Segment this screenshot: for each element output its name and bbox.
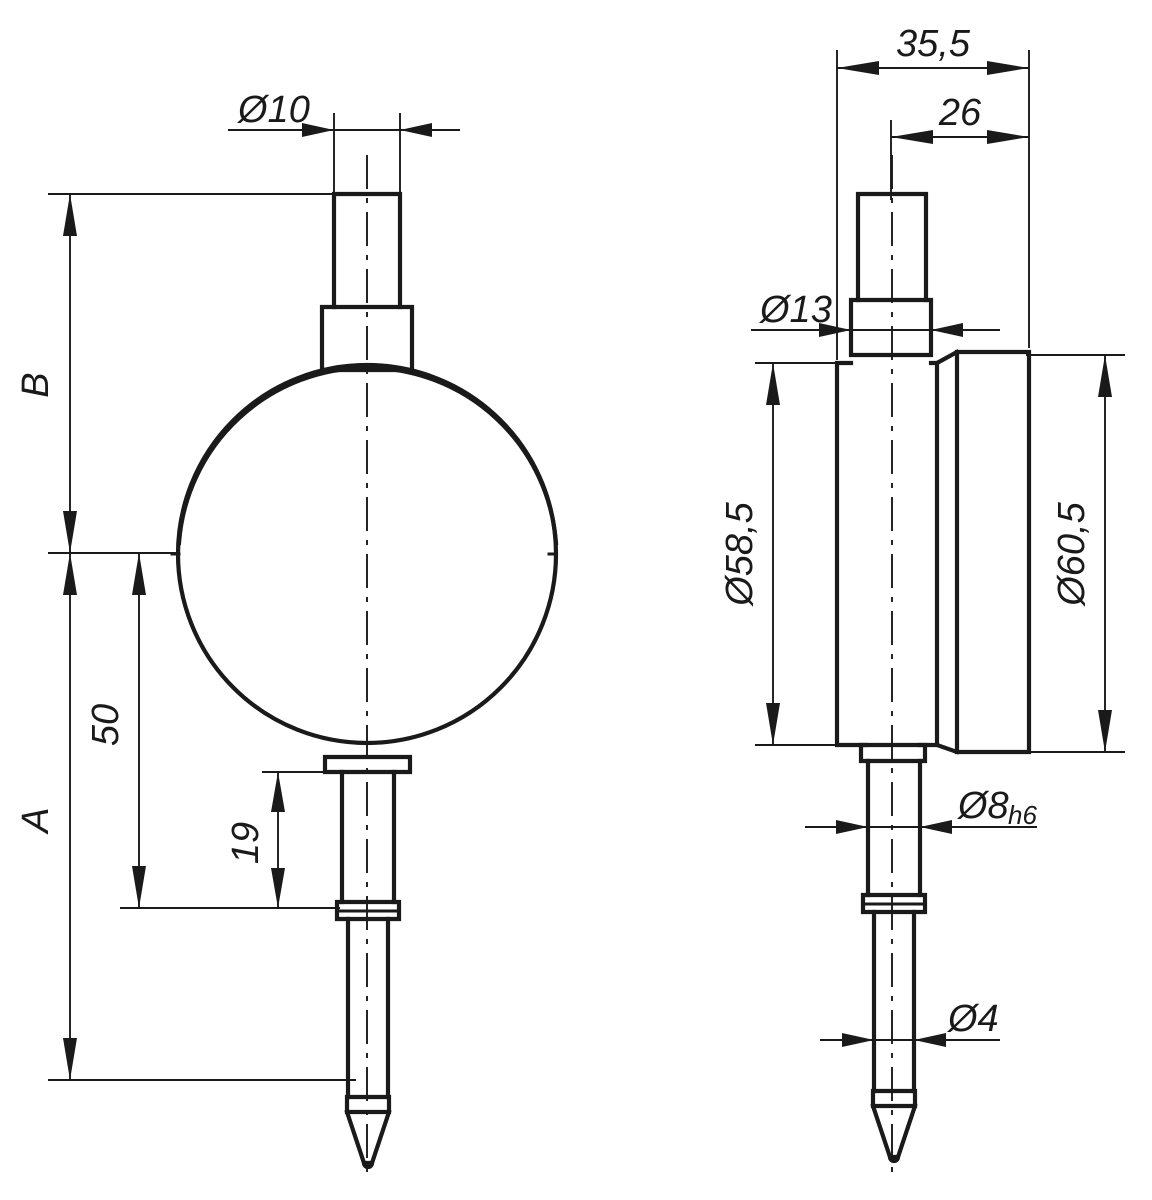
- dim-26-label: 26: [938, 92, 982, 134]
- dia-4-arrow-left: [842, 1033, 874, 1047]
- lower-flange-outline: [322, 754, 413, 775]
- dia-60-5-arrow-top: [1098, 355, 1112, 397]
- dim-26-arrow-right: [987, 130, 1029, 144]
- dim-50-label: 50: [85, 704, 127, 746]
- side-chamfer-upper: [934, 349, 960, 366]
- dimension-35-5: 35,5: [836, 23, 1030, 360]
- tip-collar-outline: [344, 1094, 392, 1115]
- dim-a-arrow-top: [63, 553, 77, 595]
- dimension-a: A: [15, 553, 356, 1081]
- dimension-dia-13: Ø13: [751, 289, 1000, 337]
- dimension-50: 50: [85, 553, 340, 909]
- dia-13-arrow-left: [819, 323, 851, 337]
- dim-26-arrow-left: [891, 130, 933, 144]
- dia-8h6-arrow-right: [920, 820, 952, 834]
- side-measuring-rod-outline: [871, 909, 917, 1094]
- dimension-dia-10: Ø10: [228, 89, 460, 200]
- side-rear-housing-outline: [954, 349, 1032, 755]
- contact-point-tip: [361, 1160, 375, 1170]
- dia-8h6-tolerance-label: h6: [1008, 800, 1037, 830]
- front-view-geometry: [170, 155, 559, 1180]
- dim-50-arrow-bottom: [132, 866, 146, 908]
- dim-b-label: B: [15, 372, 57, 397]
- dim-a-label: A: [15, 807, 57, 834]
- dia-13-label: Ø13: [758, 289, 832, 331]
- bearing-sleeve-outline: [339, 769, 397, 905]
- dia-10-arrow-left: [302, 123, 334, 137]
- dim-35-5-arrow-left: [837, 61, 879, 75]
- side-tip-collar-outline: [870, 1088, 918, 1109]
- dia-10-label: Ø10: [236, 89, 310, 131]
- upper-stem-outline: [331, 191, 403, 310]
- side-guide-collar-outline: [848, 297, 934, 358]
- dimension-dia-60-5: Ø60,5: [1026, 354, 1125, 753]
- dia-4-arrow-right: [914, 1033, 946, 1047]
- contact-point-cone: [344, 1109, 392, 1166]
- dim-19-arrow-bottom: [271, 868, 285, 908]
- knurl-ring-outline: [334, 899, 402, 922]
- measuring-rod-outline: [345, 916, 391, 1100]
- side-upper-stem-outline: [855, 191, 929, 303]
- dia-10-arrow-right: [400, 123, 432, 137]
- dia-58-5-arrow-top: [766, 363, 780, 405]
- dia-4-label: Ø4: [946, 998, 999, 1040]
- dimension-26: 26: [890, 92, 1029, 200]
- dia-60-5-arrow-bottom: [1098, 710, 1112, 752]
- dia-8h6-label: Ø8: [956, 785, 1009, 827]
- dia-58-5-arrow-bottom: [766, 703, 780, 745]
- side-lower-flange-outline: [858, 742, 928, 764]
- side-bezel-body-outline: [834, 360, 940, 748]
- dimension-dia-8h6: Ø8 h6: [805, 785, 1037, 834]
- side-chamfer-lower: [934, 742, 960, 755]
- dimension-dia-58-5: Ø58,5: [719, 362, 840, 746]
- side-contact-point-cone: [870, 1103, 918, 1160]
- dim-a-arrow-bottom: [63, 1038, 77, 1080]
- side-view-geometry: [834, 155, 1032, 1180]
- dimension-19: 19: [225, 771, 340, 908]
- dia-60-5-label: Ø60,5: [1051, 501, 1093, 607]
- dim-19-label: 19: [225, 822, 267, 864]
- side-contact-point-tip: [887, 1154, 901, 1164]
- dim-50-arrow-top: [132, 553, 146, 595]
- side-bearing-sleeve-outline: [865, 758, 923, 898]
- dia-58-5-label: Ø58,5: [719, 501, 761, 607]
- dia-13-arrow-right: [931, 323, 963, 337]
- dia-8h6-arrow-left: [836, 820, 868, 834]
- dimension-dia-4: Ø4: [820, 998, 1000, 1047]
- side-knurl-ring-outline: [860, 892, 928, 915]
- dim-b-arrow-top: [63, 194, 77, 236]
- dim-35-5-arrow-right: [987, 61, 1029, 75]
- dim-19-arrow-top: [271, 772, 285, 812]
- dim-b-arrow-bottom: [63, 511, 77, 553]
- dim-35-5-label: 35,5: [896, 23, 971, 65]
- dimension-b: B: [15, 193, 342, 554]
- bezel-rim-arc: [176, 365, 559, 546]
